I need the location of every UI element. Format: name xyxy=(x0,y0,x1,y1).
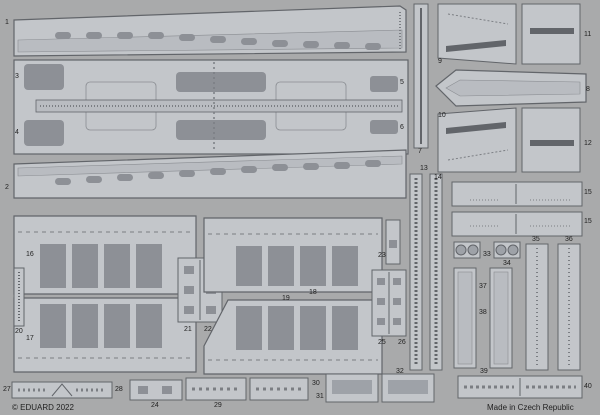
part-12-flap xyxy=(521,107,581,173)
part-3-6-center-panel xyxy=(13,59,409,155)
part-18-19-grid-panel xyxy=(203,217,383,375)
part-23-bracket xyxy=(385,219,401,265)
part-number: 18 xyxy=(309,289,317,296)
part-1-strip xyxy=(13,5,407,57)
part-15-plate-upper xyxy=(451,181,583,207)
part-35-rail xyxy=(525,243,549,371)
part-31-32-plates xyxy=(325,373,435,403)
part-16-17-grid-panel xyxy=(13,215,197,373)
part-7-vertical-strip xyxy=(413,3,429,149)
part-number: 23 xyxy=(378,252,386,259)
part-20-strip xyxy=(13,267,25,327)
part-number: 27 xyxy=(3,386,11,393)
part-13-ladder xyxy=(409,173,423,371)
part-number: 3 xyxy=(15,73,19,80)
part-number: 20 xyxy=(15,328,23,335)
part-number: 15 xyxy=(584,218,592,225)
part-number: 33 xyxy=(483,251,491,258)
part-number: 16 xyxy=(26,251,34,258)
part-8-wedge xyxy=(435,69,587,107)
part-15-plate-lower xyxy=(451,211,583,237)
part-number: 10 xyxy=(438,112,446,119)
part-25-26-brackets xyxy=(371,269,407,337)
part-38-rail xyxy=(489,267,513,369)
part-37-rail xyxy=(453,267,477,369)
part-number: 40 xyxy=(584,383,592,390)
part-number: 29 xyxy=(214,402,222,409)
part-number: 25 xyxy=(378,339,386,346)
part-number: 12 xyxy=(584,140,592,147)
part-number: 37 xyxy=(479,283,487,290)
part-number: 28 xyxy=(115,386,123,393)
part-number: 19 xyxy=(282,295,290,302)
part-number: 22 xyxy=(204,326,212,333)
part-number: 6 xyxy=(400,124,404,131)
part-number: 5 xyxy=(400,79,404,86)
part-36-rail xyxy=(557,243,581,371)
part-9-flap xyxy=(437,3,517,65)
part-number: 2 xyxy=(5,184,9,191)
part-10-flap xyxy=(437,107,517,173)
part-number: 11 xyxy=(584,31,592,38)
part-number: 24 xyxy=(151,402,159,409)
part-29-30-plates xyxy=(185,377,309,401)
part-number: 15 xyxy=(584,189,592,196)
part-number: 36 xyxy=(565,236,573,243)
part-number: 17 xyxy=(26,335,34,342)
part-number: 38 xyxy=(479,309,487,316)
part-number: 34 xyxy=(503,260,511,267)
part-number: 32 xyxy=(396,368,404,375)
copyright-text: © EDUARD 2022 xyxy=(12,403,74,412)
part-number: 4 xyxy=(15,129,19,136)
part-number: 9 xyxy=(438,58,442,65)
part-number: 8 xyxy=(586,86,590,93)
part-11-flap xyxy=(521,3,581,65)
part-24-plate xyxy=(129,379,183,401)
part-number: 39 xyxy=(480,368,488,375)
part-number: 21 xyxy=(184,326,192,333)
part-number: 7 xyxy=(418,148,422,155)
origin-text: Made in Czech Republic xyxy=(487,403,574,412)
part-14-ladder xyxy=(429,173,443,371)
part-number: 14 xyxy=(434,174,442,181)
part-number: 30 xyxy=(312,380,320,387)
part-number: 26 xyxy=(398,339,406,346)
part-number: 1 xyxy=(5,19,9,26)
part-number: 35 xyxy=(532,236,540,243)
part-number: 31 xyxy=(316,393,324,400)
part-39-40-strip xyxy=(457,375,583,399)
part-2-strip xyxy=(13,149,407,199)
part-27-28-strip xyxy=(11,381,113,399)
part-number: 13 xyxy=(420,165,428,172)
part-33-34-discs xyxy=(453,241,521,259)
